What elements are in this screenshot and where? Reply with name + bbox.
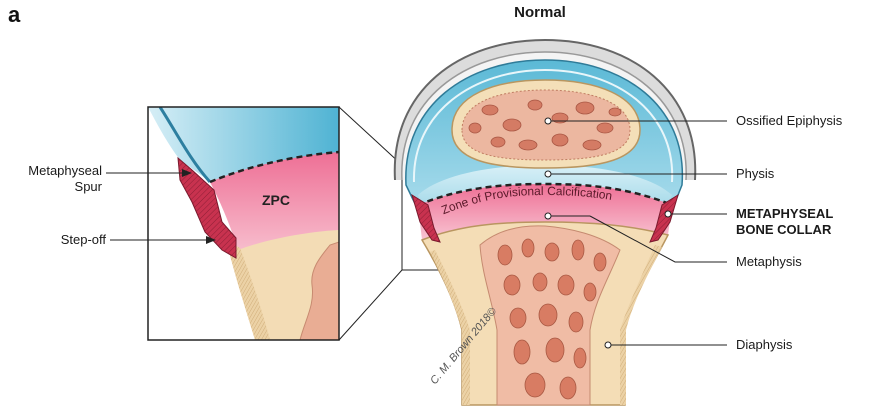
label-collar-line2: BONE COLLAR <box>736 222 833 238</box>
label-metaphyseal-spur-line1: Metaphyseal <box>2 163 102 179</box>
label-metaphysis: Metaphysis <box>736 254 802 270</box>
label-collar-line1: METAPHYSEAL <box>736 206 833 222</box>
inset-panel: ZPC <box>148 107 339 340</box>
diagram-title: Normal <box>500 4 580 21</box>
label-diaphysis: Diaphysis <box>736 337 792 353</box>
label-metaphyseal-spur-line2: Spur <box>2 179 102 195</box>
label-ossified-epiphysis: Ossified Epiphysis <box>736 113 842 129</box>
label-metaphyseal-spur: Metaphyseal Spur <box>2 163 102 195</box>
main-bone: Zone of Provisional Calcification C. M. … <box>395 40 696 405</box>
label-step-off: Step-off <box>2 232 106 248</box>
panel-letter: a <box>8 2 20 28</box>
zpc-label: ZPC <box>262 192 290 208</box>
label-metaphyseal-bone-collar: METAPHYSEAL BONE COLLAR <box>736 206 833 238</box>
label-physis: Physis <box>736 166 774 182</box>
